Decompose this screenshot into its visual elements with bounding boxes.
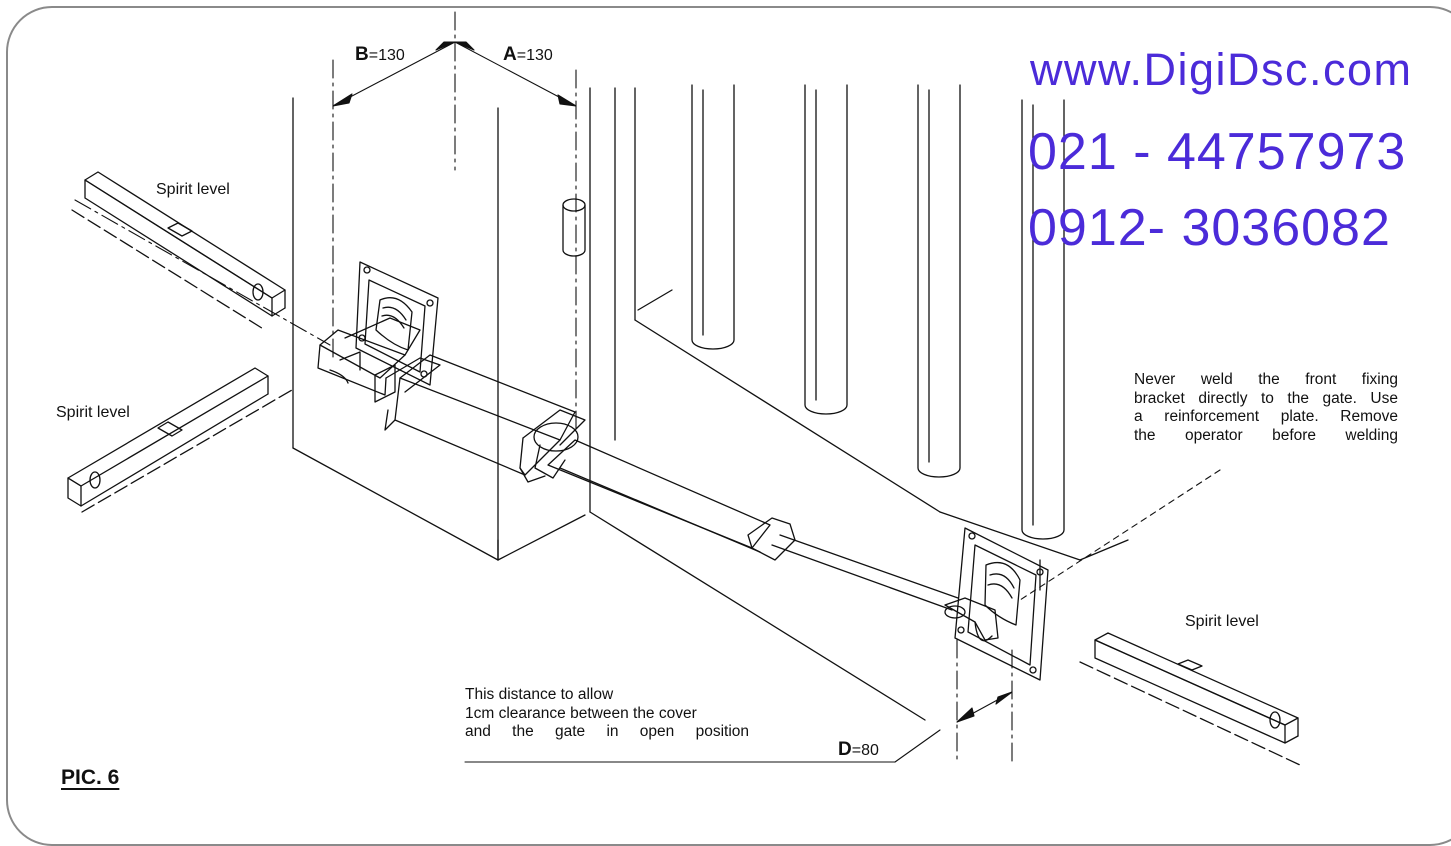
post-pin <box>562 198 586 257</box>
rear-axis-line <box>74 199 331 346</box>
installation-drawing <box>67 11 1301 766</box>
phone-watermark-1: 021 - 44757973 <box>1028 123 1407 181</box>
spirit-level-right <box>1079 632 1301 766</box>
dimension-lines-top <box>332 11 577 431</box>
front-bracket <box>944 527 1049 681</box>
spirit-level-mid-left <box>67 367 293 513</box>
operator-arm <box>547 439 959 611</box>
spirit-level-label: Spirit level <box>1185 613 1259 630</box>
dimension-d-label: D=80 <box>838 739 879 760</box>
welding-note: Never weld the front fixing bracket dire… <box>1134 371 1398 445</box>
spirit-level-label: Spirit level <box>56 404 130 421</box>
phone-watermark-2: 0912- 3036082 <box>1028 199 1391 257</box>
clearance-note: This distance to allow 1cm clearance bet… <box>465 686 749 742</box>
gate-bars <box>691 84 1065 540</box>
website-watermark: www.DigiDsc.com <box>1030 44 1413 95</box>
note-line: 1cm clearance between the cover <box>465 704 697 722</box>
dimension-b-label: B=130 <box>355 44 405 65</box>
rear-bracket <box>355 261 439 386</box>
spirit-level-label: Spirit level <box>156 181 230 198</box>
note-line: and the gate in open position <box>465 723 749 740</box>
dimension-d <box>464 639 1013 766</box>
note-line: Never weld the front fixing <box>1134 371 1398 388</box>
spirit-level-top-left <box>71 171 286 331</box>
diagram-canvas: B=130 A=130 D=80 Spirit level Spirit lev… <box>6 6 1451 846</box>
weld-note-leader <box>1019 469 1221 601</box>
note-line: the operator before welding <box>1134 426 1398 444</box>
note-line: This distance to allow <box>465 686 614 703</box>
note-line: bracket directly to the gate. Use <box>1134 389 1398 407</box>
dimension-a-label: A=130 <box>503 44 553 65</box>
gate-post <box>292 97 586 561</box>
operator-motor <box>317 317 586 483</box>
note-line: a reinforcement plate. Remove <box>1134 408 1398 425</box>
figure-caption: PIC. 6 <box>61 766 120 789</box>
gate-panel <box>589 87 1129 721</box>
